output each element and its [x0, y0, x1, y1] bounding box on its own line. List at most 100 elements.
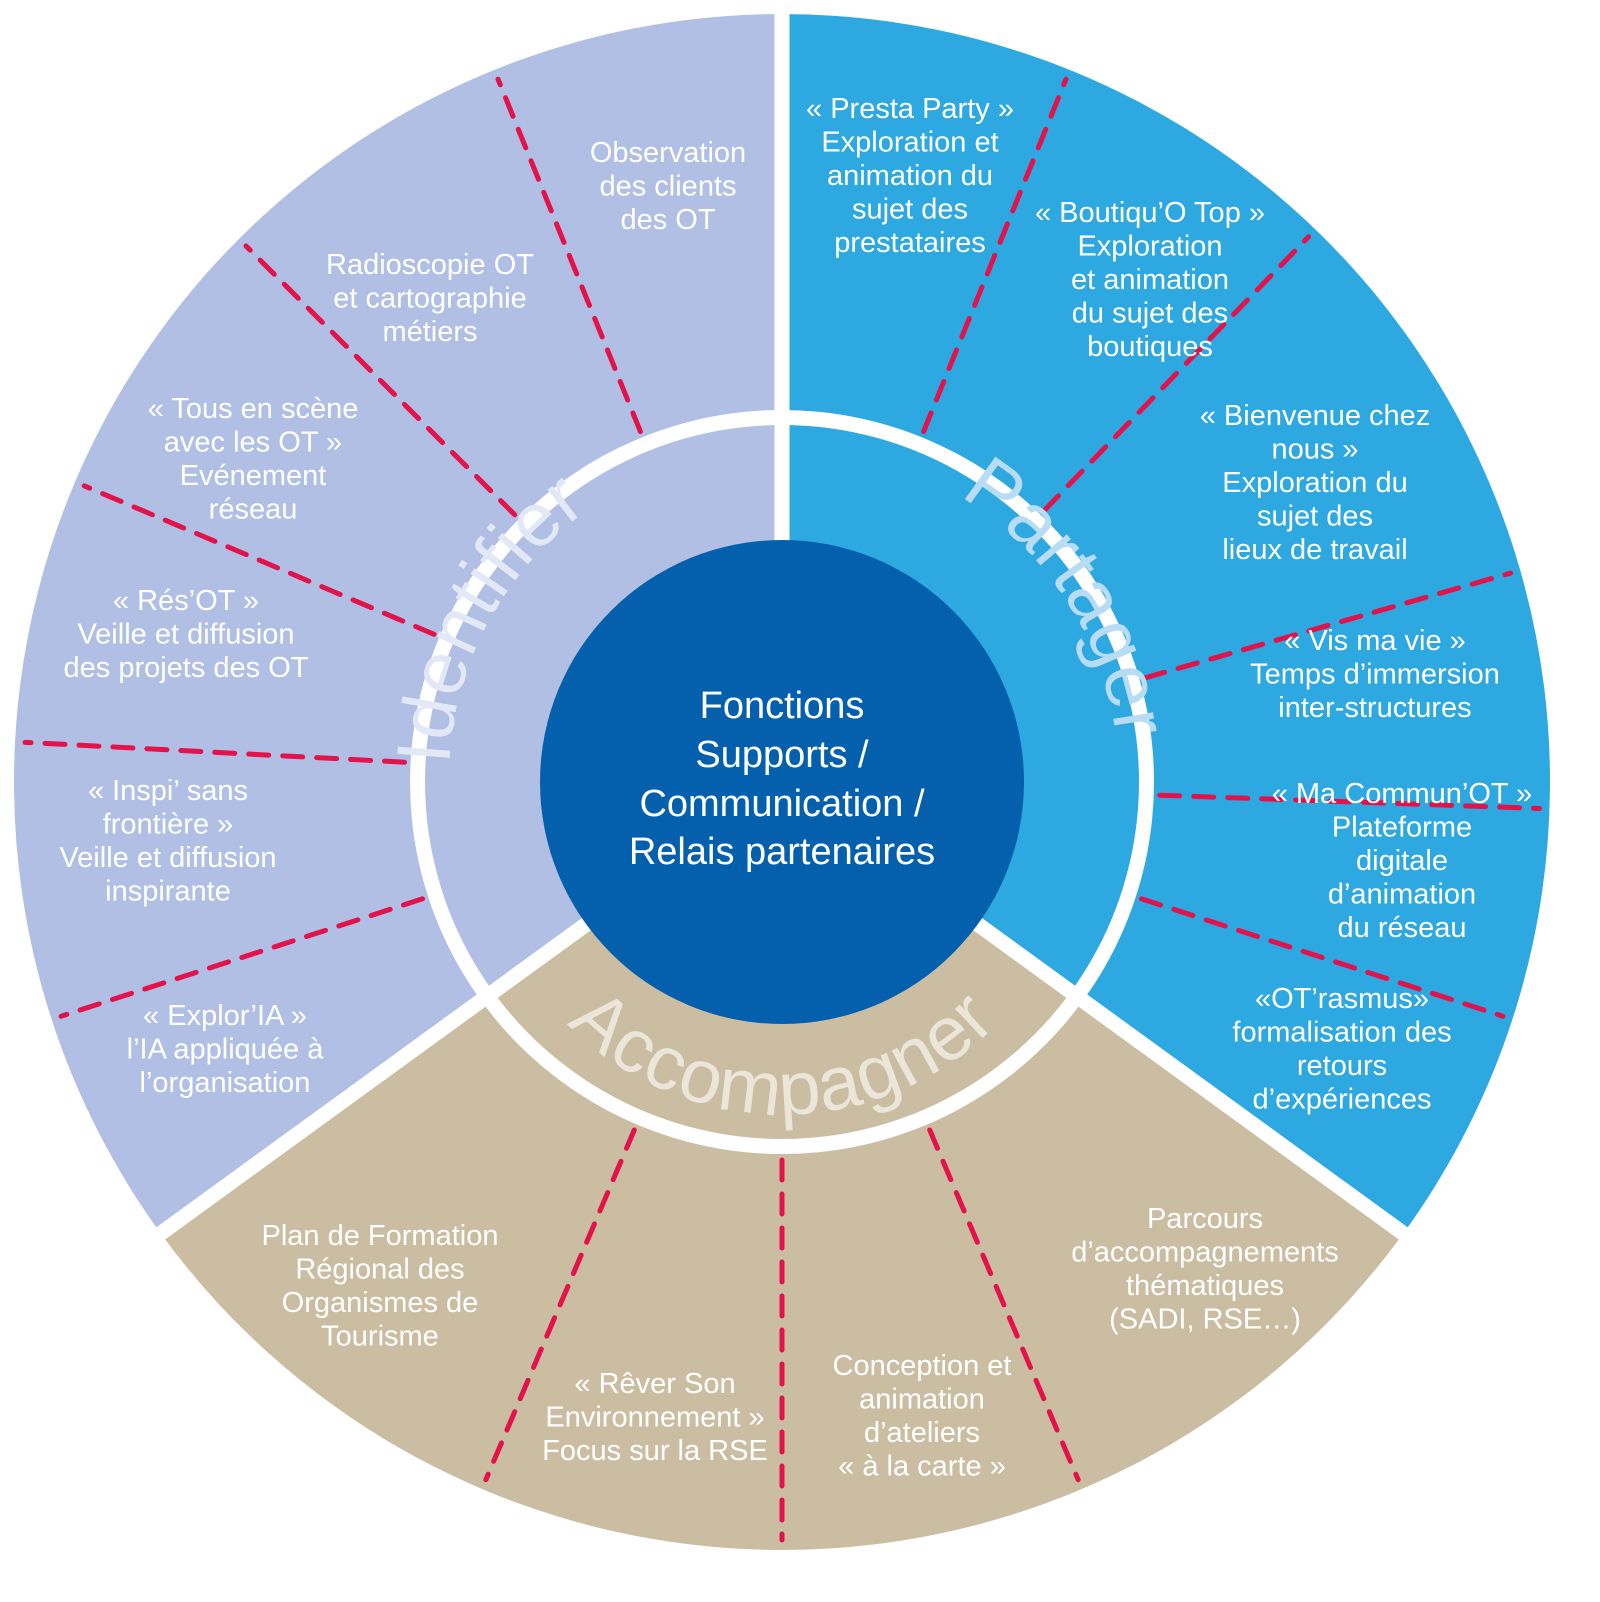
item-line: thématiques: [1126, 1270, 1284, 1302]
item-line: Exploration et: [821, 127, 998, 159]
item-line: Organismes de: [282, 1287, 479, 1319]
item-divider: [22, 739, 408, 765]
item-line: retours: [1297, 1050, 1387, 1082]
item-line: Plan de Formation: [262, 1220, 499, 1252]
item-line: Veille et diffusion: [77, 619, 294, 651]
dash-layer: [22, 76, 1543, 1543]
item-line: d’expériences: [1253, 1084, 1432, 1116]
item-line: « Boutiqu’O Top »: [1035, 197, 1265, 229]
center-line: Supports /: [695, 734, 869, 776]
item-divider: [1138, 896, 1506, 1019]
center-line: Communication /: [639, 783, 925, 825]
item-line: Focus sur la RSE: [542, 1435, 768, 1467]
item-line: Tourisme: [321, 1321, 439, 1353]
item-line: réseau: [209, 494, 298, 526]
item-line: Temps d’immersion: [1250, 659, 1500, 691]
item-line: « Ma Commun’OT »: [1272, 778, 1533, 810]
item-line: (SADI, RSE…): [1109, 1304, 1301, 1336]
item-line: Environnement »: [545, 1402, 764, 1434]
item-line: du sujet des: [1072, 298, 1228, 330]
sector-partager: [782, 14, 1550, 1234]
item-line: Veille et diffusion: [59, 842, 276, 874]
item-line: « Tous en scène: [148, 393, 359, 425]
item-line: des OT: [620, 204, 715, 236]
item-line: Evénement: [180, 460, 327, 492]
center-title: Fonctions Supports / Communication / Rel…: [629, 685, 935, 873]
item-line: d’ateliers: [864, 1417, 980, 1449]
item-line: sujet des: [1257, 501, 1373, 533]
item-line: des projets des OT: [64, 652, 309, 684]
item-divider: [1042, 234, 1312, 513]
item-line: inspirante: [105, 876, 231, 908]
item-divider: [1157, 792, 1543, 811]
item-line: « Vis ma vie »: [1284, 625, 1466, 657]
item-line: inter-structures: [1278, 692, 1471, 724]
item-divider: [495, 76, 643, 435]
item-line: animation: [859, 1384, 985, 1416]
item-line: d’animation: [1328, 879, 1476, 911]
item-line: digitale: [1356, 845, 1448, 877]
item-line: frontière »: [103, 809, 234, 841]
item-line: formalisation des: [1232, 1017, 1451, 1049]
item-line: boutiques: [1087, 331, 1213, 363]
center-line: Relais partenaires: [629, 831, 935, 873]
item-line: Plateforme: [1332, 812, 1472, 844]
item-line: l’organisation: [140, 1067, 311, 1099]
item-line: Conception et: [833, 1350, 1012, 1382]
item-line: du réseau: [1338, 912, 1467, 944]
item-line: « Explor’IA »: [143, 1000, 307, 1032]
item-line: « Rêver Son: [574, 1368, 735, 1400]
item-divider: [81, 483, 437, 637]
item-divider: [1142, 570, 1514, 681]
item-line: Régional des: [295, 1254, 464, 1286]
item-line: « Presta Party »: [806, 93, 1014, 125]
item-divider: [483, 1127, 637, 1483]
item-line: Radioscopie OT: [326, 249, 534, 281]
item-line: avec les OT »: [164, 427, 342, 459]
item-line: «OT’rasmus»: [1255, 983, 1429, 1015]
item-line: prestataires: [834, 227, 986, 259]
item-line: et animation: [1071, 264, 1229, 296]
item-line: sujet des: [852, 194, 968, 226]
item-line: animation du: [827, 160, 993, 192]
item-line: Exploration du: [1222, 467, 1407, 499]
sector-identifier: [13, 14, 782, 1234]
item-divider: [58, 896, 426, 1019]
center-line: Fonctions: [700, 685, 865, 727]
item-line: lieux de travail: [1222, 534, 1407, 566]
item-line: Observation: [590, 137, 746, 169]
item-line: nous »: [1271, 434, 1358, 466]
item-line: d’accompagnements: [1071, 1237, 1339, 1269]
item-line: « Bienvenue chez: [1200, 400, 1431, 432]
item-line: « Rés’OT »: [113, 585, 259, 617]
item-line: des clients: [599, 171, 736, 203]
item-divider: [927, 1127, 1081, 1483]
item-divider: [921, 76, 1069, 435]
item-line: Parcours: [1147, 1203, 1263, 1235]
item-line: et cartographie: [333, 283, 526, 315]
item-line: « à la carte »: [838, 1451, 1006, 1483]
item-line: Exploration: [1077, 231, 1222, 263]
item-divider: [243, 243, 518, 518]
item-line: l’IA appliquée à: [127, 1034, 325, 1066]
item-line: métiers: [382, 316, 477, 348]
sector-layer: [13, 14, 1550, 1551]
